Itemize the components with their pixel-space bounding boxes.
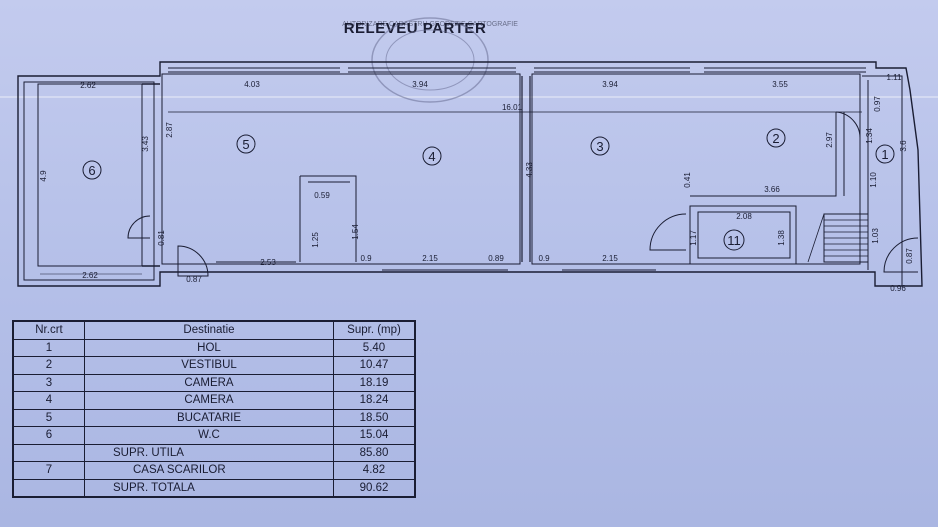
row-supr: 5.40	[333, 338, 415, 357]
header-supr: Supr. (mp)	[333, 321, 415, 340]
dim-label: 0.89	[488, 254, 504, 263]
row-dest: W.C	[84, 426, 334, 445]
room-4-label: 4	[428, 149, 435, 164]
row-nr: 2	[13, 356, 85, 375]
dim-label: 2.08	[736, 212, 752, 221]
room-6-label: 6	[88, 163, 95, 178]
row-dest: SUPR. UTILA	[84, 443, 334, 462]
row-supr: 4.82	[333, 461, 415, 480]
dim-label: 0.9	[538, 254, 550, 263]
room-11-label: 11	[727, 233, 741, 248]
dimension-labels: 2.62 4.03 3.94 3.94 3.55 1.11 0.97 16.01…	[39, 73, 914, 293]
dim-label: 3.94	[412, 80, 428, 89]
dim-label: 2.97	[825, 132, 834, 148]
dim-label: 1.11	[887, 73, 903, 82]
dim-label: 3.6	[899, 140, 908, 152]
table-row: 6 W.C 15.04	[13, 426, 415, 445]
dim-label: 2.87	[165, 122, 174, 138]
row-nr	[13, 478, 85, 497]
dim-label: 3.66	[764, 185, 780, 194]
cadastre-stamp: AUTORIZARE CADASTRU GEODEZIE CARTOGRAFIE	[342, 17, 518, 103]
row-supr: 18.50	[333, 408, 415, 427]
row-supr: 90.62	[333, 478, 415, 497]
row-supr: 18.24	[333, 391, 415, 410]
dim-label: 3.55	[772, 80, 788, 89]
room-2-label: 2	[772, 131, 779, 146]
dim-label: 2.15	[602, 254, 618, 263]
table-row: 3 CAMERA 18.19	[13, 373, 415, 392]
dim-label: 0.87	[186, 275, 202, 284]
table-row: 1 HOL 5.40	[13, 338, 415, 357]
row-nr: 5	[13, 408, 85, 427]
row-nr	[13, 443, 85, 462]
row-supr: 18.19	[333, 373, 415, 392]
surface-table: Nr.crt Destinatie Supr. (mp) 1 HOL 5.40 …	[12, 320, 416, 498]
dim-label: 2.62	[80, 81, 96, 90]
dim-label: 3.43	[141, 136, 150, 152]
row-dest: BUCATARIE	[84, 408, 334, 427]
row-nr: 7	[13, 461, 85, 480]
room-3-label: 3	[596, 139, 603, 154]
dim-label: 1.34	[865, 128, 874, 144]
row-dest: CASA SCARILOR	[84, 461, 334, 480]
dim-label: 1.54	[351, 224, 360, 240]
room-labels: 6 5 4 3 2 1 11	[82, 128, 895, 251]
room-5-label: 5	[242, 137, 249, 152]
dim-label: 0.81	[157, 230, 166, 246]
row-nr: 4	[13, 391, 85, 410]
dim-label: 1.17	[689, 230, 698, 246]
walls	[17, 61, 923, 287]
row-dest: SUPR. TOTALA	[84, 478, 334, 497]
dim-label: 1.25	[311, 232, 320, 248]
row-supr: 15.04	[333, 426, 415, 445]
surface-table-grid: Nr.crt Destinatie Supr. (mp) 1 HOL 5.40 …	[13, 321, 415, 497]
header-nr: Nr.crt	[13, 321, 85, 340]
dim-label: 4.03	[244, 80, 260, 89]
dim-label: 2.53	[260, 258, 276, 267]
dim-label: 0.41	[683, 172, 692, 188]
row-nr: 3	[13, 373, 85, 392]
dim-label: 1.03	[871, 228, 880, 244]
dim-label: 0.96	[890, 284, 906, 293]
room-1-label: 1	[881, 147, 888, 162]
dim-label: 3.94	[602, 80, 618, 89]
stamp-text: AUTORIZARE CADASTRU GEODEZIE CARTOGRAFIE	[342, 21, 518, 28]
dim-label: 1.38	[777, 230, 786, 246]
table-row: 4 CAMERA 18.24	[13, 391, 415, 410]
dim-label: 2.15	[422, 254, 438, 263]
table-row: SUPR. UTILA 85.80	[13, 443, 415, 462]
dim-label: 1.10	[869, 172, 878, 188]
table-header-row: Nr.crt Destinatie Supr. (mp)	[13, 321, 415, 340]
row-dest: VESTIBUL	[84, 356, 334, 375]
row-dest: HOL	[84, 338, 334, 357]
dim-label: 2.62	[82, 271, 98, 280]
dim-label: 0.59	[314, 191, 330, 200]
header-destinatie: Destinatie	[84, 321, 334, 340]
paper-fold	[0, 96, 938, 98]
row-dest: CAMERA	[84, 391, 334, 410]
table-row: 7 CASA SCARILOR 4.82	[13, 461, 415, 480]
dim-label: 4.9	[39, 170, 48, 182]
row-nr: 6	[13, 426, 85, 445]
dim-label: 0.97	[873, 96, 882, 112]
row-nr: 1	[13, 338, 85, 357]
dim-label: 0.87	[905, 248, 914, 264]
dim-label: 4.33	[525, 162, 534, 178]
table-row: 5 BUCATARIE 18.50	[13, 408, 415, 427]
row-dest: CAMERA	[84, 373, 334, 392]
row-supr: 10.47	[333, 356, 415, 375]
table-row: SUPR. TOTALA 90.62	[13, 478, 415, 497]
row-supr: 85.80	[333, 443, 415, 462]
dim-label: 0.9	[360, 254, 372, 263]
table-row: 2 VESTIBUL 10.47	[13, 356, 415, 375]
dim-label: 16.01	[502, 103, 523, 112]
